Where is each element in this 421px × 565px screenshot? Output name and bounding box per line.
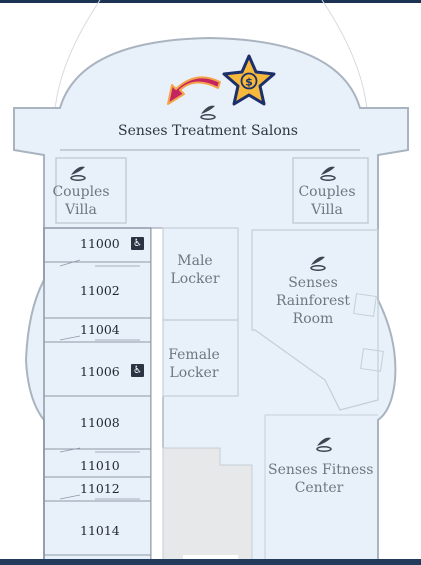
cabin-label[interactable]: 11012 — [80, 481, 120, 496]
deck-floor — [13, 36, 409, 565]
wheelchair-icon: ♿ — [131, 237, 144, 250]
corridor — [150, 227, 164, 565]
cabin-label[interactable]: 11008 — [80, 415, 120, 430]
ship-outline — [54, 0, 368, 565]
cabin-label[interactable]: 11004 — [80, 322, 120, 337]
spa-lotus-icon — [320, 166, 336, 181]
fitness-center-outline — [264, 414, 378, 565]
couples-villa-right-room — [292, 157, 369, 224]
star-dollar-icon[interactable]: $ — [222, 54, 276, 106]
cabin-label[interactable]: 11002 — [80, 283, 120, 298]
spa-lotus-icon — [316, 437, 332, 452]
couples-villa-left-room — [55, 157, 127, 224]
cabin-label[interactable]: 11014 — [80, 523, 120, 538]
female-locker-room — [162, 319, 239, 397]
wheelchair-icon: ♿ — [131, 364, 144, 377]
cabin-label[interactable]: 11006 — [80, 364, 120, 379]
cabin-label[interactable]: 11000 — [80, 236, 120, 251]
spa-lotus-icon — [70, 166, 86, 181]
treatment-salons-label: Senses Treatment Salons — [118, 123, 298, 139]
bottom-bar — [0, 559, 421, 565]
service-area — [162, 447, 253, 565]
svg-text:$: $ — [245, 76, 253, 89]
top-navigation-bar — [0, 0, 421, 3]
spa-lotus-icon — [310, 256, 326, 271]
rainforest-room-outline — [251, 229, 379, 411]
curved-arrow-icon — [167, 76, 221, 105]
spa-lotus-icon — [200, 105, 216, 120]
cabin-label[interactable]: 11010 — [80, 458, 120, 473]
